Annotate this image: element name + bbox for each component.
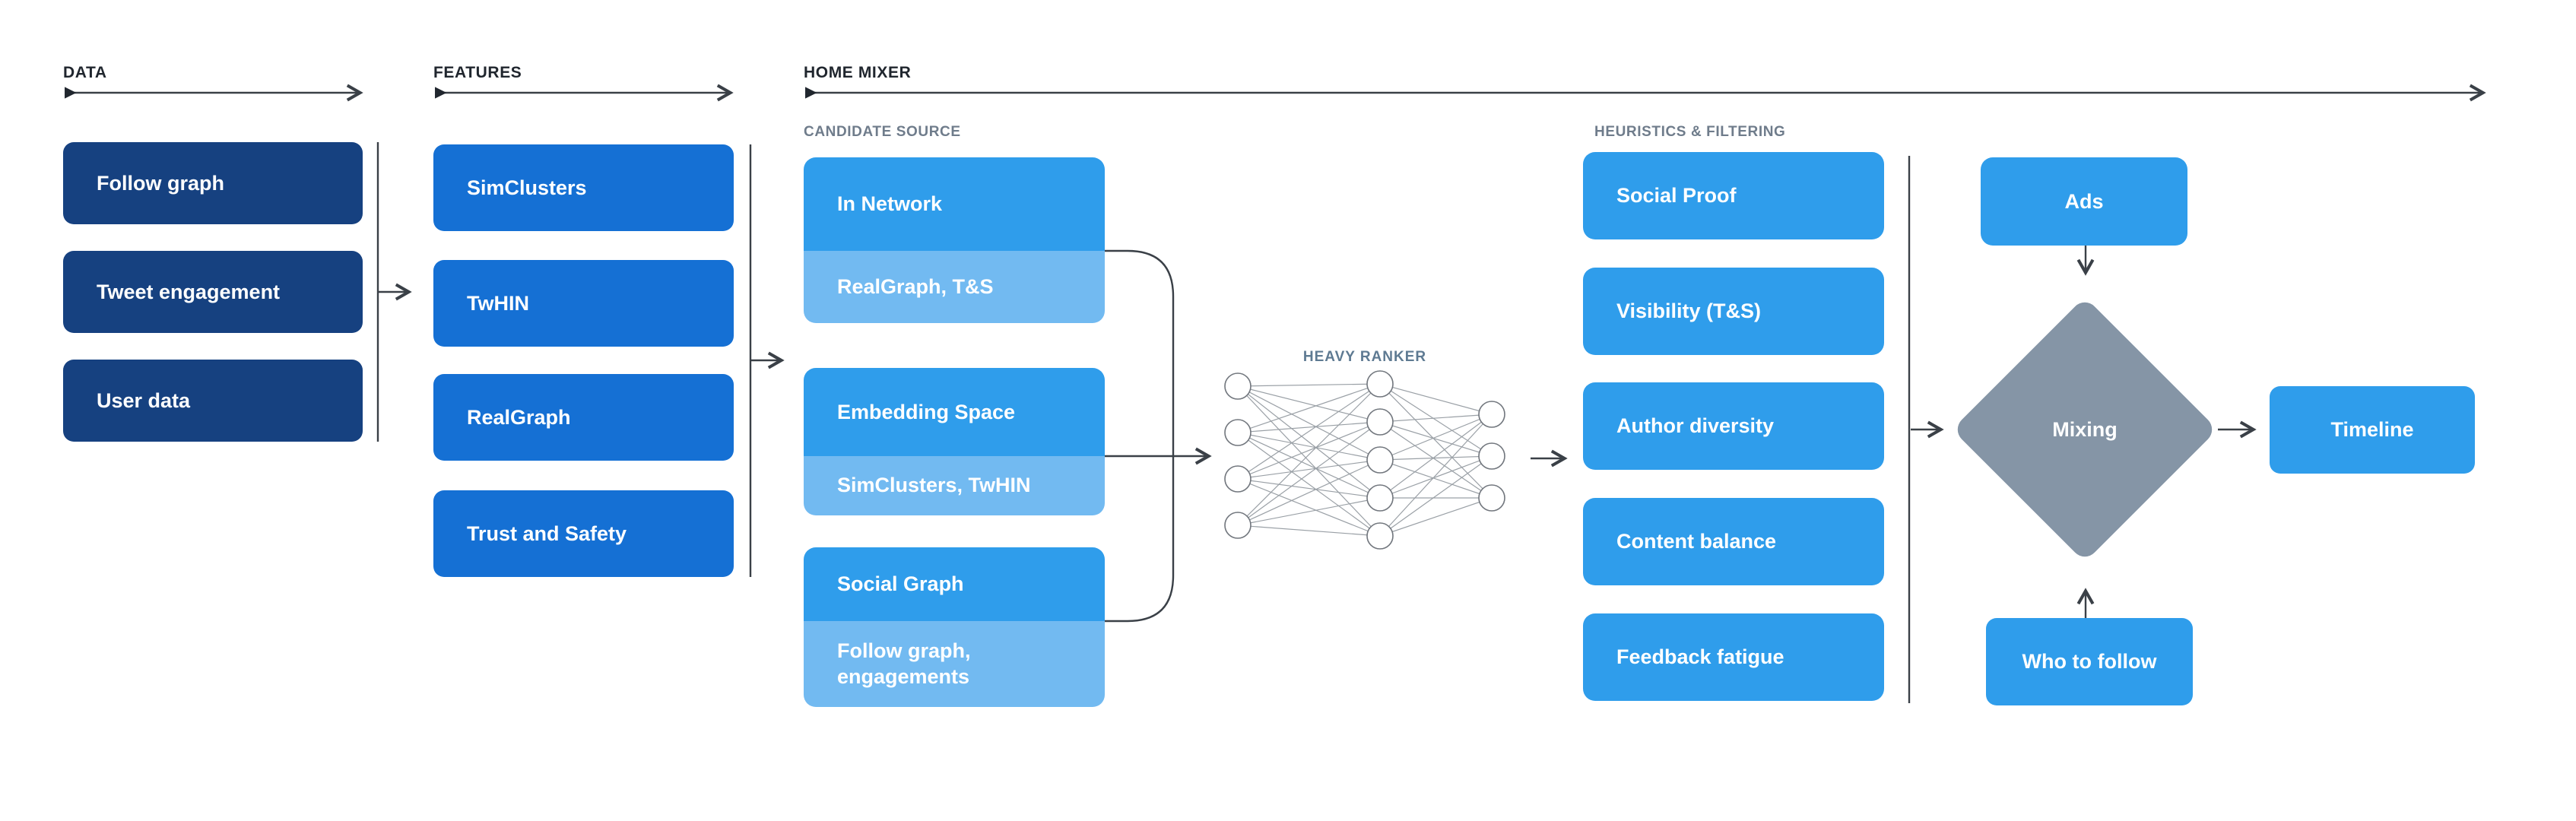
- box-follow-graph: Follow graph: [63, 142, 363, 224]
- box-who-to-follow: Who to follow: [1986, 618, 2193, 705]
- box-twhin: TwHIN: [433, 260, 734, 347]
- neural-network: [1224, 370, 1505, 550]
- box-in-network-title: In Network: [837, 192, 943, 215]
- section-header-home-mixer: HOME MIXER: [804, 64, 912, 81]
- neural-network-node: [1224, 419, 1252, 446]
- box-simclusters-label: SimClusters: [467, 176, 587, 199]
- box-embedding-space: Embedding Space SimClusters, TwHIN: [804, 368, 1105, 515]
- box-trust-and-safety: Trust and Safety: [433, 490, 734, 577]
- box-feedback-fatigue: Feedback fatigue: [1583, 613, 1884, 701]
- box-social-proof-label: Social Proof: [1616, 184, 1737, 207]
- section-header-data: DATA: [63, 64, 107, 81]
- box-visibility-ts-label: Visibility (T&S): [1616, 300, 1762, 322]
- box-user-data-label: User data: [97, 388, 191, 412]
- heavy-ranker-label: HEAVY RANKER: [1302, 349, 1427, 365]
- mixing-diamond: [1957, 302, 2213, 557]
- neural-network-node: [1478, 401, 1505, 428]
- neural-network-node: [1224, 512, 1252, 539]
- neural-network-node: [1366, 408, 1394, 436]
- box-social-graph-title-area: Social Graph: [804, 547, 1105, 621]
- neural-network-node: [1366, 446, 1394, 474]
- neural-network-node: [1478, 484, 1505, 512]
- box-author-diversity-label: Author diversity: [1616, 414, 1775, 437]
- box-social-graph-subtitle-area: Follow graph, engagements: [804, 621, 1105, 707]
- box-in-network-subtitle: RealGraph, T&S: [837, 274, 994, 298]
- box-in-network: In Network RealGraph, T&S: [804, 157, 1105, 323]
- box-feedback-fatigue-label: Feedback fatigue: [1616, 645, 1784, 668]
- box-realgraph-label: RealGraph: [467, 405, 571, 429]
- box-content-balance-label: Content balance: [1616, 530, 1777, 553]
- box-visibility-ts: Visibility (T&S): [1583, 268, 1884, 355]
- box-embedding-space-subtitle-area: SimClusters, TwHIN: [804, 456, 1105, 515]
- box-author-diversity: Author diversity: [1583, 382, 1884, 470]
- box-twhin-label: TwHIN: [467, 291, 529, 315]
- neural-network-node: [1366, 484, 1394, 512]
- neural-network-node: [1224, 465, 1252, 493]
- neural-network-node: [1478, 442, 1505, 470]
- box-embedding-space-title: Embedding Space: [837, 400, 1016, 423]
- box-in-network-subtitle-area: RealGraph, T&S: [804, 251, 1105, 323]
- box-social-graph-subtitle: Follow graph, engagements: [837, 639, 971, 688]
- box-embedding-space-title-area: Embedding Space: [804, 368, 1105, 456]
- section-header-features: FEATURES: [433, 64, 522, 81]
- box-timeline-label: Timeline: [2330, 418, 2414, 441]
- box-simclusters: SimClusters: [433, 144, 734, 231]
- neural-network-node: [1366, 522, 1394, 550]
- box-trust-and-safety-label: Trust and Safety: [467, 521, 627, 545]
- box-social-graph: Social Graph Follow graph, engagements: [804, 547, 1105, 707]
- box-timeline: Timeline: [2270, 386, 2475, 474]
- box-in-network-title-area: In Network: [804, 157, 1105, 251]
- neural-network-node: [1224, 372, 1252, 400]
- box-follow-graph-label: Follow graph: [97, 171, 224, 195]
- box-user-data: User data: [63, 360, 363, 442]
- candidate-bracket-connector: [1105, 249, 1175, 623]
- box-ads-label: Ads: [2064, 189, 2104, 213]
- heuristics-filtering-label: HEURISTICS & FILTERING: [1594, 124, 1786, 140]
- box-ads: Ads: [1981, 157, 2187, 246]
- candidate-source-label: CANDIDATE SOURCE: [804, 124, 961, 140]
- mixing-diamond-label: Mixing: [2052, 418, 2118, 441]
- box-social-graph-title: Social Graph: [837, 572, 964, 595]
- box-who-to-follow-label: Who to follow: [2022, 650, 2157, 673]
- box-tweet-engagement-label: Tweet engagement: [97, 280, 281, 303]
- neural-network-node: [1366, 370, 1394, 398]
- box-realgraph: RealGraph: [433, 374, 734, 461]
- box-content-balance: Content balance: [1583, 498, 1884, 585]
- box-social-proof: Social Proof: [1583, 152, 1884, 239]
- box-embedding-space-subtitle: SimClusters, TwHIN: [837, 474, 1031, 497]
- box-tweet-engagement: Tweet engagement: [63, 251, 363, 333]
